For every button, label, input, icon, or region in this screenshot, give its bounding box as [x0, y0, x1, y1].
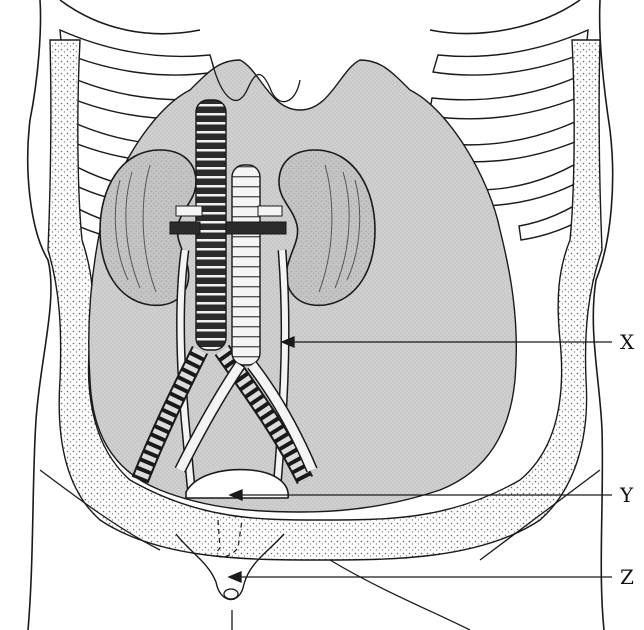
label-y: Y [619, 483, 634, 507]
label-z: Z [620, 565, 634, 589]
label-x: X [620, 330, 635, 354]
